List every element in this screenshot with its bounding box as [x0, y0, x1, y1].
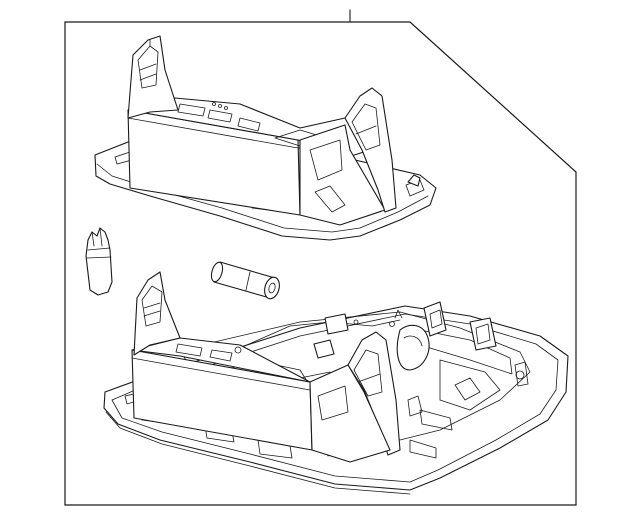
- bulb-socket-part: [85, 227, 113, 296]
- festoon-bulb-part: [210, 261, 280, 300]
- lower-console-assembly-part: [103, 271, 569, 495]
- upper-console-housing-part: [94, 35, 437, 241]
- diagram-frame: [64, 21, 577, 506]
